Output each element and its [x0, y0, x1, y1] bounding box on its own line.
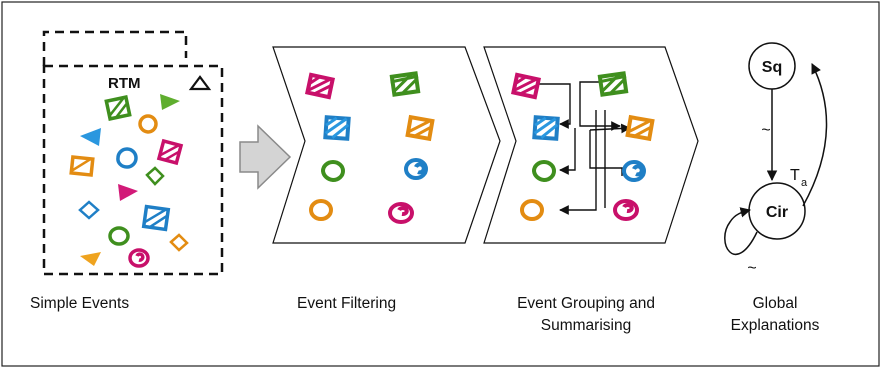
grouped-event-magenta-circle [612, 199, 639, 222]
event-grouping-panel: Event Grouping and Summarising [483, 46, 699, 334]
transition-arrow-icon [239, 124, 292, 190]
grouped-event-green-circle [531, 160, 556, 183]
rtm-tab-outline [42, 30, 188, 66]
rtm-triangle-icon [188, 75, 212, 91]
simple-event-green-triangle [160, 94, 180, 110]
simple-event-magenta-triangle [118, 184, 138, 201]
edge-sq-to-cir-label: ~ [761, 122, 770, 139]
grouped-event-orange-circle [519, 199, 544, 222]
global-explanations-panel: Sq Cir ~ T a ~ Global Explanations [724, 42, 828, 334]
caption-global-line2: Explanations [731, 317, 820, 334]
grouping-connectors [536, 81, 631, 215]
grouping-chevron [483, 46, 699, 244]
edge-cir-to-sq [802, 63, 828, 207]
simple-event-orange-triangle [80, 252, 101, 266]
caption-event-filtering: Event Filtering [297, 295, 396, 312]
simple-event-blue-triangle [80, 128, 101, 146]
simple-event-blue-circle [116, 147, 138, 169]
caption-global-line1: Global [753, 295, 798, 312]
simple-event-orange-circle [138, 114, 158, 134]
edge-cir-to-sq-label: T [790, 167, 800, 184]
caption-simple-events: Simple Events [30, 295, 129, 312]
filtered-event-green-square [389, 71, 421, 97]
event-filtering-panel: Event Filtering [272, 46, 501, 312]
simple-event-orange-square [69, 155, 95, 177]
simple-event-blue-diamond [78, 200, 100, 220]
rtm-label: RTM [108, 75, 141, 92]
simple-events-panel: RTM Simple Events [30, 30, 224, 312]
filtered-event-orange-square [405, 114, 435, 142]
node-cir-label: Cir [766, 204, 788, 221]
simple-event-orange-diamond [169, 233, 189, 252]
edge-cir-to-sq-subscript: a [801, 177, 808, 189]
filtered-event-blue-square [323, 115, 351, 141]
outer-frame [1, 1, 880, 367]
filtered-event-magenta-circle [387, 202, 414, 225]
simple-event-magenta-circle [128, 248, 150, 268]
caption-grouping-line2: Summarising [541, 317, 631, 334]
filtering-chevron [272, 46, 501, 244]
filtered-event-blue-circle [403, 158, 428, 181]
grouped-event-blue-square [532, 115, 560, 141]
grouped-event-blue-circle [621, 160, 646, 183]
filtered-event-orange-circle [308, 199, 333, 222]
caption-grouping-line1: Event Grouping and [517, 295, 655, 312]
grouped-event-green-square [597, 71, 629, 97]
simple-event-magenta-square [156, 138, 184, 166]
rtm-container [42, 64, 224, 276]
grouped-event-magenta-square [510, 72, 542, 100]
grouped-event-orange-square [625, 114, 655, 142]
filtered-event-magenta-square [304, 72, 336, 100]
edge-self-loop-label: ~ [747, 260, 756, 277]
edge-cir-self-loop [724, 207, 758, 256]
simple-event-green-square [104, 95, 132, 121]
simple-event-green-circle [108, 226, 130, 246]
node-sq-label: Sq [762, 59, 782, 76]
simple-event-green-diamond [145, 166, 165, 186]
filtered-event-green-circle [320, 160, 345, 183]
simple-event-blue-square [141, 204, 171, 232]
